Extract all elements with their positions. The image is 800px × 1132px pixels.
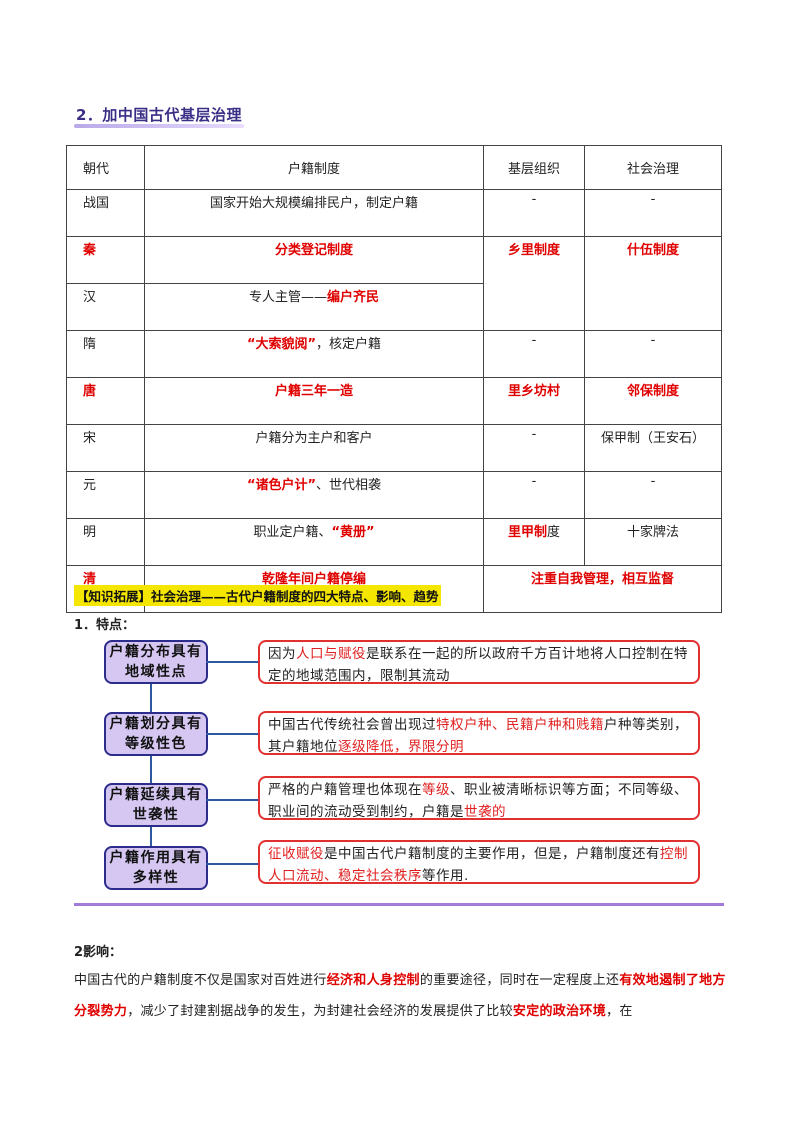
- header-dynasty: 朝代: [66, 145, 145, 190]
- highlight-text: 控制人口流动、稳定社会秩序: [268, 846, 688, 884]
- highlight-text: 世袭的: [464, 804, 506, 820]
- highlight-text: 安定的政治环境: [512, 1004, 607, 1019]
- body-text: 因为: [268, 646, 296, 662]
- gov-cell: 保甲制（王安石）: [584, 424, 722, 472]
- section-heading: 2．加中国古代基层治理: [76, 106, 242, 124]
- dynasty-cell: 宋: [66, 424, 145, 472]
- table-row: 元 “诸色户计”、世代相袭 - -: [66, 471, 722, 519]
- huji-cell: “大索貌阅”，核定户籍: [144, 330, 484, 378]
- org-cell: -: [483, 424, 585, 472]
- table-row: 唐 户籍三年一造 里乡坊村 邻保制度: [66, 377, 722, 425]
- feature-label-box: 户籍划分具有等级性色: [104, 712, 208, 756]
- body-text: 等作用.: [422, 868, 469, 884]
- org-cell: 里甲制度: [483, 518, 585, 566]
- huji-text: ，核定户籍: [316, 337, 382, 352]
- table-header-row: 朝代 户籍制度 基层组织 社会治理: [66, 145, 722, 190]
- feature-label-box: 户籍作用具有多样性: [104, 846, 208, 890]
- dynasty-cell: 汉: [66, 283, 145, 331]
- org-cell: -: [483, 330, 585, 378]
- feature-connector: [206, 863, 258, 865]
- huji-cell: “诸色户计”、世代相袭: [144, 471, 484, 519]
- huji-text: 、世代相袭: [316, 478, 382, 493]
- heading-underline: [74, 124, 244, 128]
- huji-highlight: “大索貌阅”: [246, 337, 317, 352]
- gov-cell: 十家牌法: [584, 518, 722, 566]
- impact-title: 2影响：: [74, 945, 123, 960]
- table-row: 战国 国家开始大规模编排民户，制定户籍 - -: [66, 189, 722, 237]
- huji-cell: 分类登记制度: [144, 236, 484, 284]
- body-text: 、职业被清晰标识等方面；不同等级、职业间的流动受到制约，户籍是: [268, 782, 688, 820]
- diagram-spine: [150, 680, 152, 865]
- impact-paragraph: 中国古代的户籍制度不仅是国家对百姓进行经济和人身控制的重要途径，同时在一定程度上…: [74, 965, 730, 1027]
- merged-gov-cell: 注重自我管理，相互监督: [483, 565, 722, 613]
- feature-description: 严格的户籍管理也体现在等级、职业被清晰标识等方面；不同等级、职业间的流动受到制约…: [258, 776, 700, 820]
- feature-label-box: 户籍延续具有世袭性: [104, 783, 208, 827]
- org-cell: -: [483, 189, 585, 237]
- huji-text: 职业定户籍、: [253, 525, 332, 540]
- org-cell: -: [483, 471, 585, 519]
- feature-description: 征收赋役是中国古代户籍制度的主要作用，但是，户籍制度还有控制人口流动、稳定社会秩…: [258, 840, 700, 884]
- body-text: 的重要途径，同时在一定程度上还: [419, 973, 620, 988]
- header-huji: 户籍制度: [144, 145, 484, 190]
- table-row: 秦 分类登记制度 乡里制度 什伍制度: [66, 236, 722, 331]
- highlight-text: 有效地遏制了地方分裂势力: [74, 973, 726, 1019]
- body-text: 是联系在一起的所以政府千方百计地将人口控制在特定的地域范围内，限制其流动: [268, 646, 688, 684]
- history-table: 朝代 户籍制度 基层组织 社会治理 战国 国家开始大规模编排民户，制定户籍 - …: [66, 145, 722, 613]
- huji-highlight: 编户齐民: [327, 290, 380, 305]
- body-text: 户种等类别，其户籍地位: [268, 717, 688, 755]
- dynasty-cell: 战国: [66, 189, 145, 237]
- huji-highlight: “黄册”: [331, 525, 375, 540]
- huji-highlight: “诸色户计”: [246, 478, 317, 493]
- feature-label-box: 户籍分布具有地域性点: [104, 640, 208, 684]
- highlight-text: 逐级降低，界限分明: [338, 739, 464, 755]
- gov-cell: -: [584, 189, 722, 237]
- extension-title: 【知识拓展】社会治理——古代户籍制度的四大特点、影响、趋势: [74, 585, 441, 606]
- org-cell: 里乡坊村: [483, 377, 585, 425]
- dynasty-cell: 隋: [66, 330, 145, 378]
- table-row: 宋 户籍分为主户和客户 - 保甲制（王安石）: [66, 424, 722, 472]
- section-divider: [74, 903, 724, 906]
- gov-cell: -: [584, 471, 722, 519]
- body-text: 中国古代的户籍制度不仅是国家对百姓进行: [74, 973, 327, 988]
- org-highlight: 里甲制: [507, 525, 547, 540]
- body-text: ，在: [606, 1004, 633, 1019]
- huji-text: 专人主管——: [248, 290, 327, 305]
- org-text: 度: [547, 525, 561, 540]
- gov-cell: -: [584, 330, 722, 378]
- gov-cell: 邻保制度: [584, 377, 722, 425]
- highlight-text: 征收赋役: [268, 846, 324, 862]
- highlight-text: 特权户种、民籍户种和贱籍: [436, 717, 604, 733]
- highlight-text: 等级: [422, 782, 450, 798]
- huji-cell: 职业定户籍、“黄册”: [144, 518, 484, 566]
- feature-connector: [206, 661, 258, 663]
- feature-description: 因为人口与赋役是联系在一起的所以政府千方百计地将人口控制在特定的地域范围内，限制…: [258, 640, 700, 684]
- dynasty-cell: 唐: [66, 377, 145, 425]
- feature-connector: [206, 733, 258, 735]
- table-row: 汉 专人主管——编户齐民: [66, 283, 722, 331]
- huji-cell: 户籍三年一造: [144, 377, 484, 425]
- huji-cell: 户籍分为主户和客户: [144, 424, 484, 472]
- body-text: 严格的户籍管理也体现在: [268, 782, 422, 798]
- org-cell: 乡里制度: [483, 236, 585, 331]
- dynasty-cell: 元: [66, 471, 145, 519]
- dynasty-cell: 明: [66, 518, 145, 566]
- header-gov: 社会治理: [584, 145, 722, 190]
- dynasty-cell: 秦: [66, 236, 145, 284]
- body-text: ，减少了封建割据战争的发生，为封建社会经济的发展提供了比较: [127, 1004, 513, 1019]
- huji-cell: 专人主管——编户齐民: [144, 283, 484, 331]
- highlight-text: 经济和人身控制: [326, 973, 420, 988]
- table-row: 隋 “大索貌阅”，核定户籍 - -: [66, 330, 722, 378]
- body-text: 中国古代传统社会曾出现过: [268, 717, 436, 733]
- feature-description: 中国古代传统社会曾出现过特权户种、民籍户种和贱籍户种等类别，其户籍地位逐级降低，…: [258, 711, 700, 755]
- highlight-text: 人口与赋役: [296, 646, 366, 662]
- feature-connector: [206, 799, 258, 801]
- gov-cell: 什伍制度: [584, 236, 722, 331]
- huji-cell: 国家开始大规模编排民户，制定户籍: [144, 189, 484, 237]
- header-org: 基层组织: [483, 145, 585, 190]
- table-row: 明 职业定户籍、“黄册” 里甲制度 十家牌法: [66, 518, 722, 566]
- body-text: 是中国古代户籍制度的主要作用，但是，户籍制度还有: [324, 846, 660, 862]
- features-title: 1．特点：: [74, 618, 136, 633]
